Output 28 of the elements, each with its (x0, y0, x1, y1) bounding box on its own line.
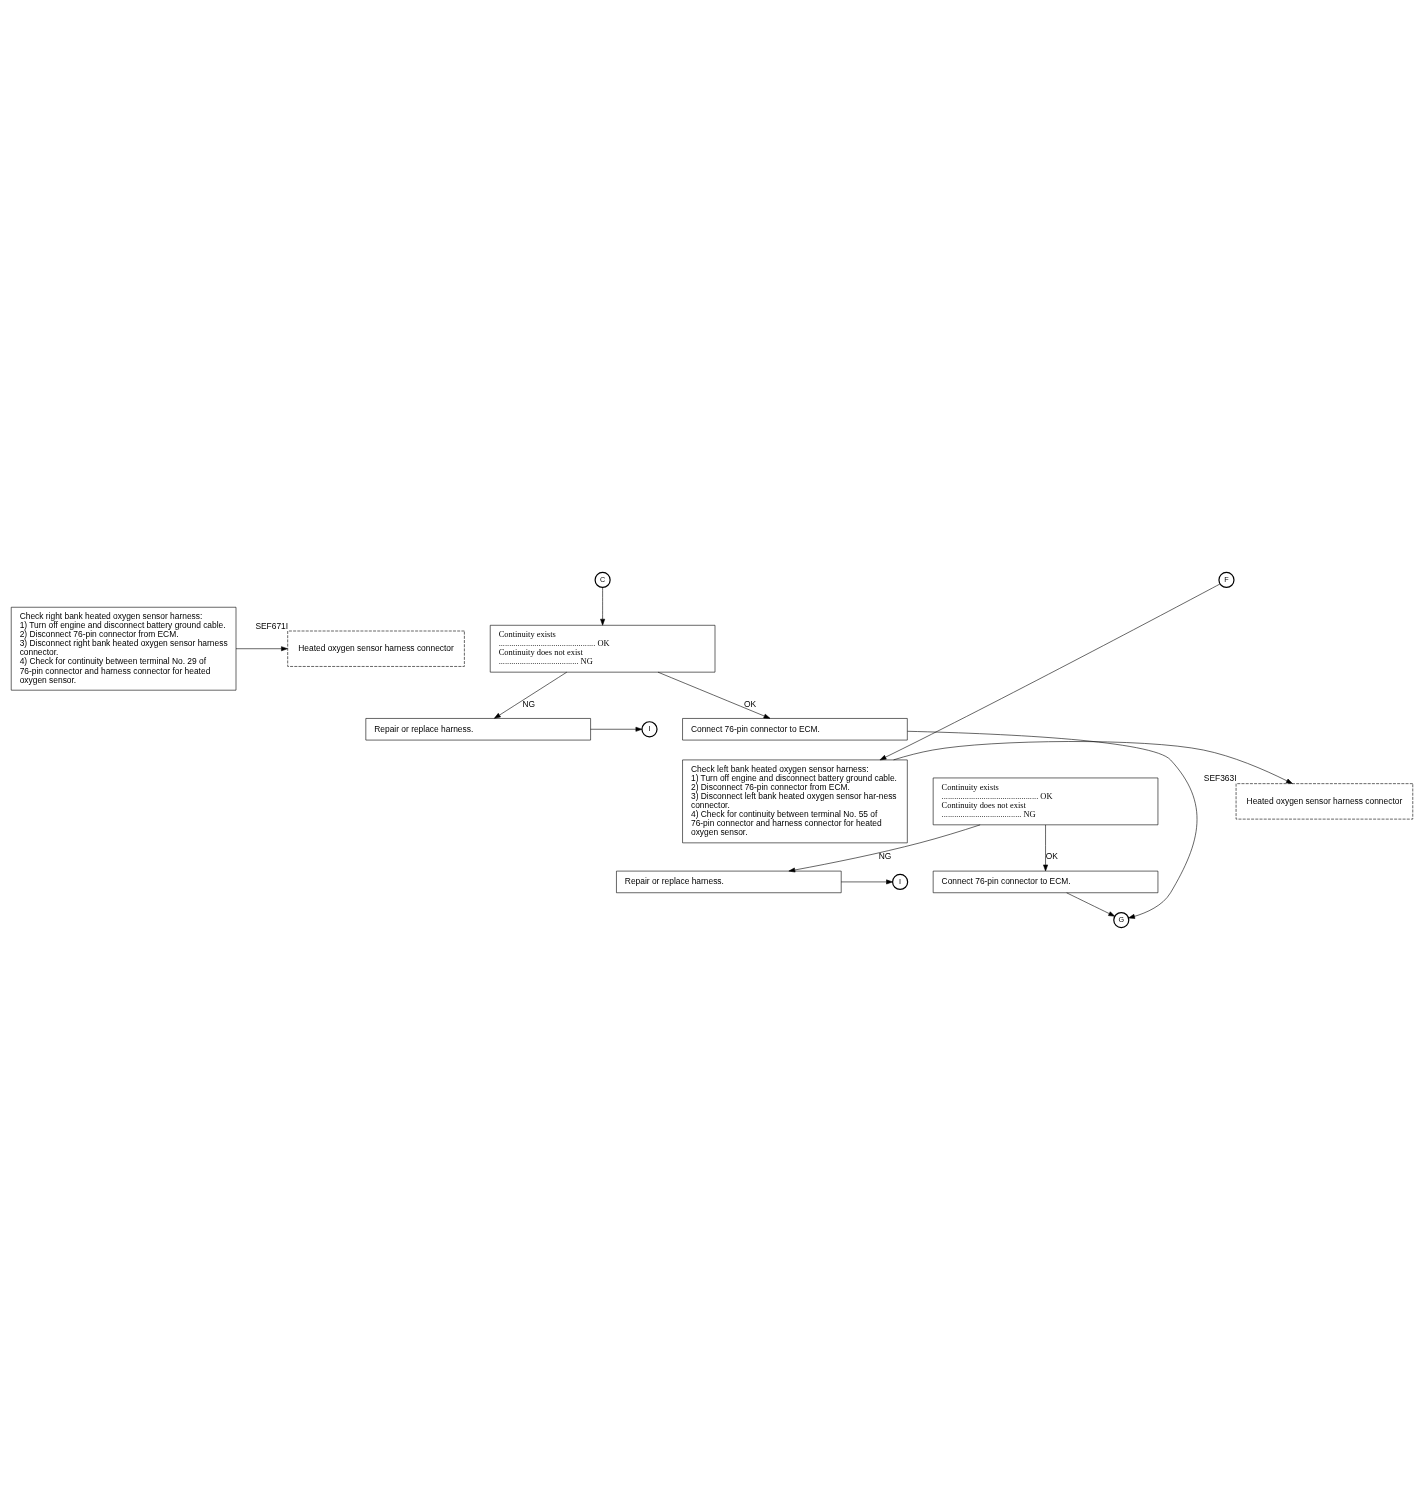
edge-label: OK (744, 698, 757, 709)
node-box: Repair or replace harness. (616, 870, 842, 894)
arrow (600, 587, 605, 626)
node-box: Heated oxygen sensor harness connector (1235, 783, 1414, 820)
node-box: Check right bank heated oxygen sensor harness: 1) Turn off engine and disconnect battery ground cable. 2) Disconnect 76-pin connector from ECM. 3) Disconnect right bank heated oxygen sensor harness connector. 4) Check for continuity between terminal No. 29 of 76-pin connector and harness connector for heated oxygen sensor. (10, 606, 237, 691)
arrow (907, 731, 1198, 919)
arrow (879, 583, 1221, 761)
arrow (788, 824, 981, 873)
node-box: Continuity exists .............................................. OK Continuity does not exist ...................................... NG (932, 777, 1159, 826)
node-box: Heated oxygen sensor harness connector (287, 630, 465, 667)
arrow (235, 646, 288, 652)
arrow (590, 726, 643, 732)
arrow (1066, 892, 1116, 917)
node-box: Check left bank heated oxygen sensor harness: 1) Turn off engine and disconnect battery ground cable. 2) Disconnect 76-pin connector from ECM. 3) Disconnect left bank heated oxygen sensor har-ness connector. 4) Check for continuity between terminal No. 55 of 76-pin connector and harness connector for heated oxygen sensor. (682, 759, 908, 844)
node-box: Connect 76-pin connector to ECM. (682, 718, 908, 741)
node-label: SEF671I (255, 620, 289, 631)
arrow (1043, 824, 1048, 872)
arrow (893, 741, 1293, 784)
arrow (657, 671, 771, 719)
edge-label: OK (1045, 851, 1058, 862)
arrow (494, 671, 568, 719)
arrow (840, 879, 893, 885)
node-box: Connect 76-pin connector to ECM. (932, 870, 1159, 894)
edge-label: NG (522, 698, 535, 709)
node-box: Repair or replace harness. (365, 718, 591, 741)
edge-label: NG (878, 851, 892, 862)
node-label: SEF363I (1203, 773, 1237, 784)
node-box: Continuity exists .............................................. OK Continuity does not exist ...................................... NG (489, 625, 716, 673)
